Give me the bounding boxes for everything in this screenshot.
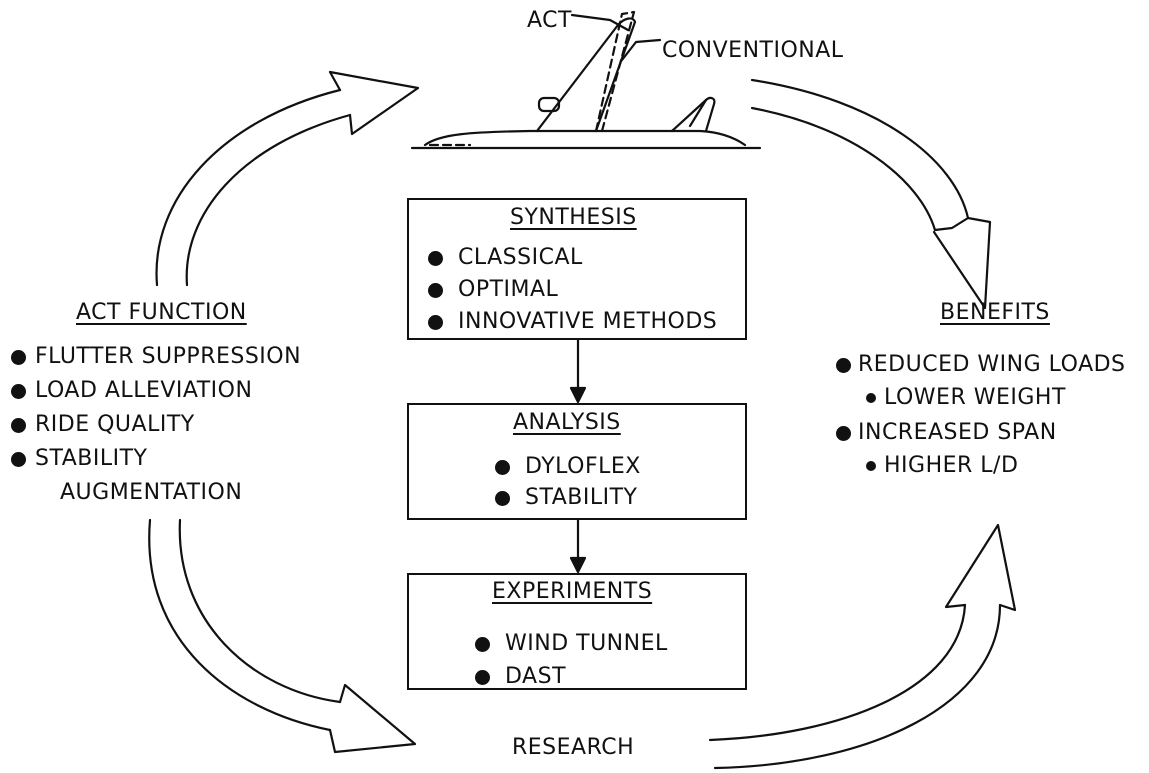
synthesis-title: SYNTHESIS	[510, 205, 637, 230]
benefits-item: INCREASED SPAN	[858, 420, 1057, 445]
bullet-icon	[11, 452, 26, 467]
synthesis-item: OPTIMAL	[458, 277, 559, 302]
airplane-illustration	[410, 10, 762, 150]
bullet-icon	[11, 384, 26, 399]
cycle-arrow-upper-right	[750, 78, 992, 310]
research-label: RESEARCH	[512, 735, 635, 760]
bullet-icon	[11, 350, 26, 365]
act-function-title: ACT FUNCTION	[76, 300, 247, 325]
bullet-icon	[475, 670, 490, 685]
benefits-title: BENEFITS	[940, 300, 1050, 325]
bullet-icon	[836, 358, 851, 373]
flow-arrow-synthesis-to-analysis	[569, 338, 587, 404]
flow-arrow-analysis-to-experiments	[569, 518, 587, 574]
analysis-title: ANALYSIS	[513, 410, 621, 435]
bullet-icon	[428, 315, 443, 330]
cycle-arrow-lower-right	[708, 523, 1017, 770]
experiments-item: DAST	[505, 664, 567, 689]
bullet-icon	[11, 418, 26, 433]
experiments-box	[407, 573, 747, 690]
bullet-icon	[495, 460, 510, 475]
bullet-icon	[428, 283, 443, 298]
experiments-title: EXPERIMENTS	[492, 579, 653, 604]
synthesis-box	[407, 198, 747, 340]
cycle-arrow-lower-left	[148, 518, 417, 754]
analysis-box	[407, 403, 747, 520]
bullet-icon	[836, 426, 851, 441]
conventional-fin-label: CONVENTIONAL	[662, 38, 844, 63]
bullet-icon	[866, 393, 876, 403]
bullet-icon	[495, 491, 510, 506]
act-function-item: FLUTTER SUPPRESSION	[35, 344, 302, 369]
benefits-item: REDUCED WING LOADS	[858, 352, 1126, 377]
bullet-icon	[866, 461, 876, 471]
cycle-arrow-upper-left	[155, 70, 420, 287]
bullet-icon	[428, 251, 443, 266]
synthesis-item: CLASSICAL	[458, 245, 583, 270]
act-function-item: LOAD ALLEVIATION	[35, 378, 253, 403]
synthesis-item: INNOVATIVE METHODS	[458, 309, 718, 334]
act-function-item: STABILITY	[35, 446, 148, 471]
experiments-item: WIND TUNNEL	[505, 631, 668, 656]
act-function-item-continuation: AUGMENTATION	[60, 480, 243, 505]
benefits-sub-item: HIGHER L/D	[884, 453, 1019, 478]
act-function-item: RIDE QUALITY	[35, 412, 195, 437]
analysis-item: DYLOFLEX	[525, 454, 641, 479]
benefits-sub-item: LOWER WEIGHT	[884, 385, 1066, 410]
act-fin-label: ACT	[527, 8, 572, 33]
analysis-item: STABILITY	[525, 485, 638, 510]
bullet-icon	[475, 637, 490, 652]
